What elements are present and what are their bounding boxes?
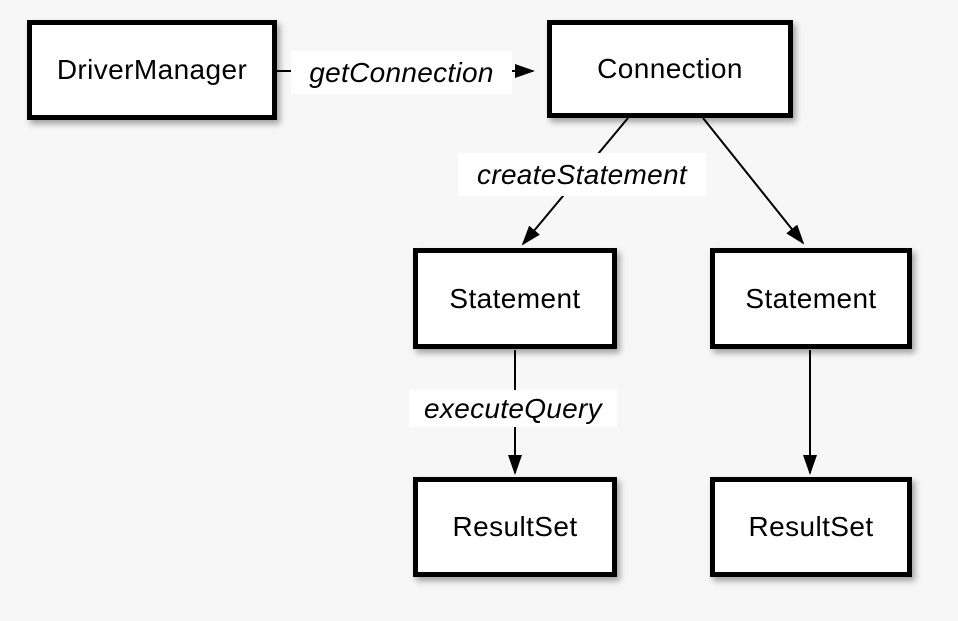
- node-resultset-right: ResultSet: [710, 477, 912, 577]
- node-statement-right: Statement: [710, 248, 912, 349]
- node-driver-manager: DriverManager: [27, 20, 277, 120]
- edge-connection-to-statement-right: [702, 117, 805, 245]
- edge-label-executequery: executeQuery: [409, 390, 617, 427]
- node-resultset-left: ResultSet: [413, 477, 617, 577]
- node-connection: Connection: [547, 20, 793, 118]
- edge-label-createstatement: createStatement: [458, 153, 706, 196]
- edge-label-getconnection: getConnection: [291, 51, 512, 94]
- node-statement-left: Statement: [413, 248, 617, 349]
